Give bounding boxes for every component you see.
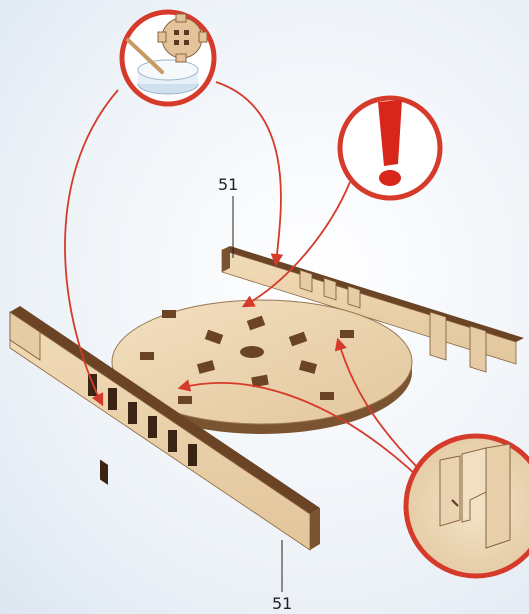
glue-bowl-icon [138,60,198,94]
joint-zoom-callout [406,436,529,576]
part-number-label-bottom: 51 [272,596,292,612]
glue-arrow-right [216,82,281,264]
part-number-label-top: 51 [218,177,238,193]
warning-callout [340,98,440,198]
glue-callout [122,12,214,104]
